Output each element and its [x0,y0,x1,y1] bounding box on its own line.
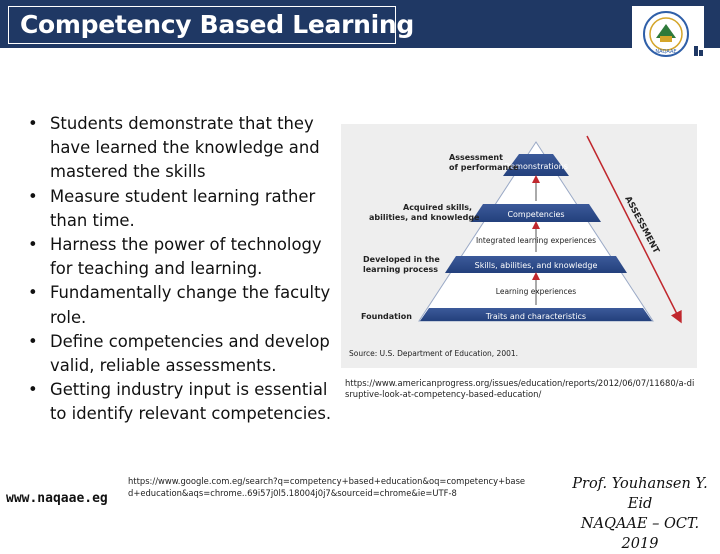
assessment-arrow-icon [586,135,682,324]
band-label: Traits and characteristics [485,312,586,321]
author-name: Prof. Youhansen Y. Eid [572,476,708,512]
bullet-icon: • [28,235,38,255]
label-acquired: Acquired skills,abilities, and knowledge [369,203,480,222]
band-demonstrations [503,154,569,176]
search-link[interactable]: https://www.google.com.eg/search?q=compe… [128,476,526,498]
band-label: Competencies [507,210,564,219]
bullet-text: Getting industry input is essential to i… [50,380,332,424]
image-source-link[interactable]: https://www.americanprogress.org/issues/… [345,378,695,399]
naqaae-logo: NAQAAE [632,6,704,64]
page-title: Competency Based Learning [20,10,414,39]
bullet-text: Fundamentally change the faculty role. [50,283,331,327]
label-foundation: Foundation [361,312,412,321]
bullet-list: • Students demonstrate that they have lea… [24,112,334,427]
bullet-icon: • [28,186,38,206]
footer-website: www.naqaae.eg [0,488,110,518]
list-item: • Harness the power of technology for tea… [24,233,334,281]
band-skills [445,256,627,273]
figure-source: Source: U.S. Department of Education, 20… [349,349,518,358]
bullet-text: Define competencies and develop valid, r… [50,331,330,376]
bullet-icon: • [28,114,38,133]
bullet-text: Harness the power of technology for teac… [50,235,322,279]
author-org-date: NAQAAE – OCT. 2019 [580,516,700,552]
pyramid-figure: Demonstrations Competencies Skills, abil… [341,124,697,368]
bullet-text: Students demonstrate that they have lear… [50,114,320,182]
author-block: Prof. Youhansen Y. Eid NAQAAE – OCT. 201… [565,474,715,554]
list-item: • Fundamentally change the faculty role. [24,281,334,329]
title-bar: Competency Based Learning [0,0,720,48]
assessment-arrow-label: ASSESSMENT [622,195,661,256]
website-text[interactable]: www.naqaae.eg [6,491,108,506]
band-traits [420,308,652,321]
band-label: Demonstrations [504,162,568,171]
band-label: Skills, abilities, and knowledge [475,261,598,270]
logo-text: NAQAAE [655,49,676,55]
band-competencies [471,204,601,222]
bullet-text: Measure student learning rather than tim… [50,186,316,230]
bullet-icon: • [28,331,38,351]
list-item: • Define competencies and develop valid, … [24,330,334,378]
list-item: • Measure student learning rather than ti… [24,185,334,233]
bullet-icon: • [28,380,38,400]
list-item: • Students demonstrate that they have lea… [24,112,334,185]
title-box [8,6,396,44]
list-item: • Getting industry input is essential to … [24,378,334,426]
bullet-icon: • [28,283,38,303]
